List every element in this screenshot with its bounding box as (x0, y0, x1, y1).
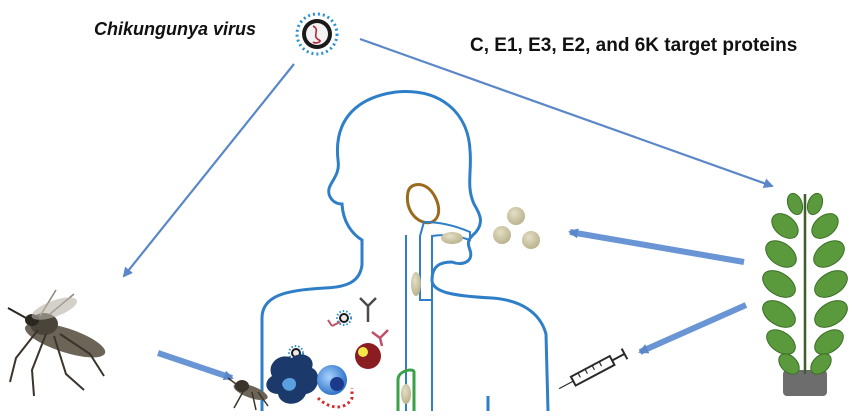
virus-name-label: Chikungunya virus (94, 19, 256, 40)
immune-cell-icon (266, 354, 318, 403)
pill-icon (522, 231, 540, 249)
target-proteins-label: C, E1, E3, E2, and 6K target proteins (470, 35, 797, 57)
arrow-plant-to-syringe (640, 305, 746, 352)
oral-pills (493, 207, 540, 249)
antibody-icon (360, 298, 376, 322)
immune-cell-icon (317, 365, 347, 395)
virus-icon (297, 14, 337, 54)
plant-icon (758, 191, 852, 396)
pill-in-throat (411, 272, 421, 296)
mosquito-icon (8, 290, 109, 396)
arrow-virus-to-mosquito (124, 64, 294, 276)
arrow-virus-to-plant (360, 39, 772, 186)
mouth-cavity (407, 185, 438, 223)
immune-cell-icon (355, 343, 381, 369)
arrows (124, 39, 772, 378)
arrow-mosquito-to-cells (158, 353, 232, 378)
pill-in-mouth (441, 232, 463, 244)
syringe-icon (556, 349, 627, 394)
arrow-plant-to-pills (570, 232, 744, 262)
pill-in-chest (401, 384, 411, 404)
antibody-icon (372, 330, 388, 346)
pill-icon (493, 226, 511, 244)
pill-icon (507, 207, 525, 225)
